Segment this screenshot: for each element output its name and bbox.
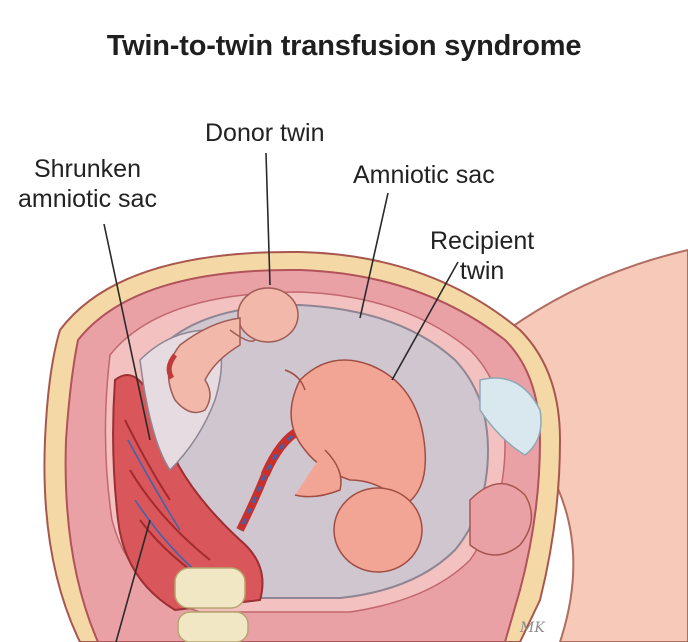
recipient-twin-label: Recipient twin [430,226,534,286]
placenta-pointer-line [115,519,151,642]
donor-twin-label: Donor twin [205,118,325,148]
shrunken-sac-label-line2: amniotic sac [18,185,157,213]
recipient-pointer-line [391,261,459,381]
cervix [469,482,533,556]
recipient-twin-label-line1: Recipient [430,227,535,255]
donor-twin [166,287,299,414]
shrunken-pointer-line [103,223,151,441]
shrunken-sac-label-line1: Shrunken [33,155,141,183]
donor-twin-label-text: Donor twin [205,119,325,147]
spine [174,567,249,642]
bladder [479,377,542,456]
diagram-title: Twin-to-twin transfusion syndrome [106,30,582,62]
amniotic-pointer-line [359,192,389,319]
shrunken-sac-label: Shrunken amniotic sac [18,154,157,214]
amniotic-sac-label: Amniotic sac [353,160,495,190]
donor-pointer-line [265,152,271,286]
recipient-twin-label-line2: twin [459,257,505,285]
recipient-twin [284,359,427,573]
signature: MK [519,620,546,636]
amniotic-sac-label-text: Amniotic sac [353,161,495,189]
